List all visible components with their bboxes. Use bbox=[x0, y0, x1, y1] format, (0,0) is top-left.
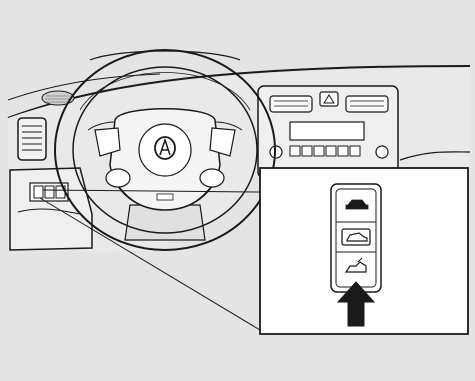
left-spoke-controls[interactable] bbox=[106, 169, 130, 187]
suspension-switch-small[interactable] bbox=[34, 186, 43, 198]
speaker-grille bbox=[42, 91, 74, 105]
audio-display bbox=[290, 122, 364, 140]
audio-left-knob[interactable] bbox=[270, 146, 282, 158]
center-vent-left bbox=[270, 96, 312, 112]
left-air-vent bbox=[18, 118, 46, 160]
switch-blank-1 bbox=[45, 186, 54, 198]
right-spoke-controls[interactable] bbox=[200, 169, 224, 187]
audio-right-knob[interactable] bbox=[376, 146, 388, 158]
center-vent-right bbox=[346, 96, 388, 112]
airbag-label bbox=[157, 194, 173, 200]
